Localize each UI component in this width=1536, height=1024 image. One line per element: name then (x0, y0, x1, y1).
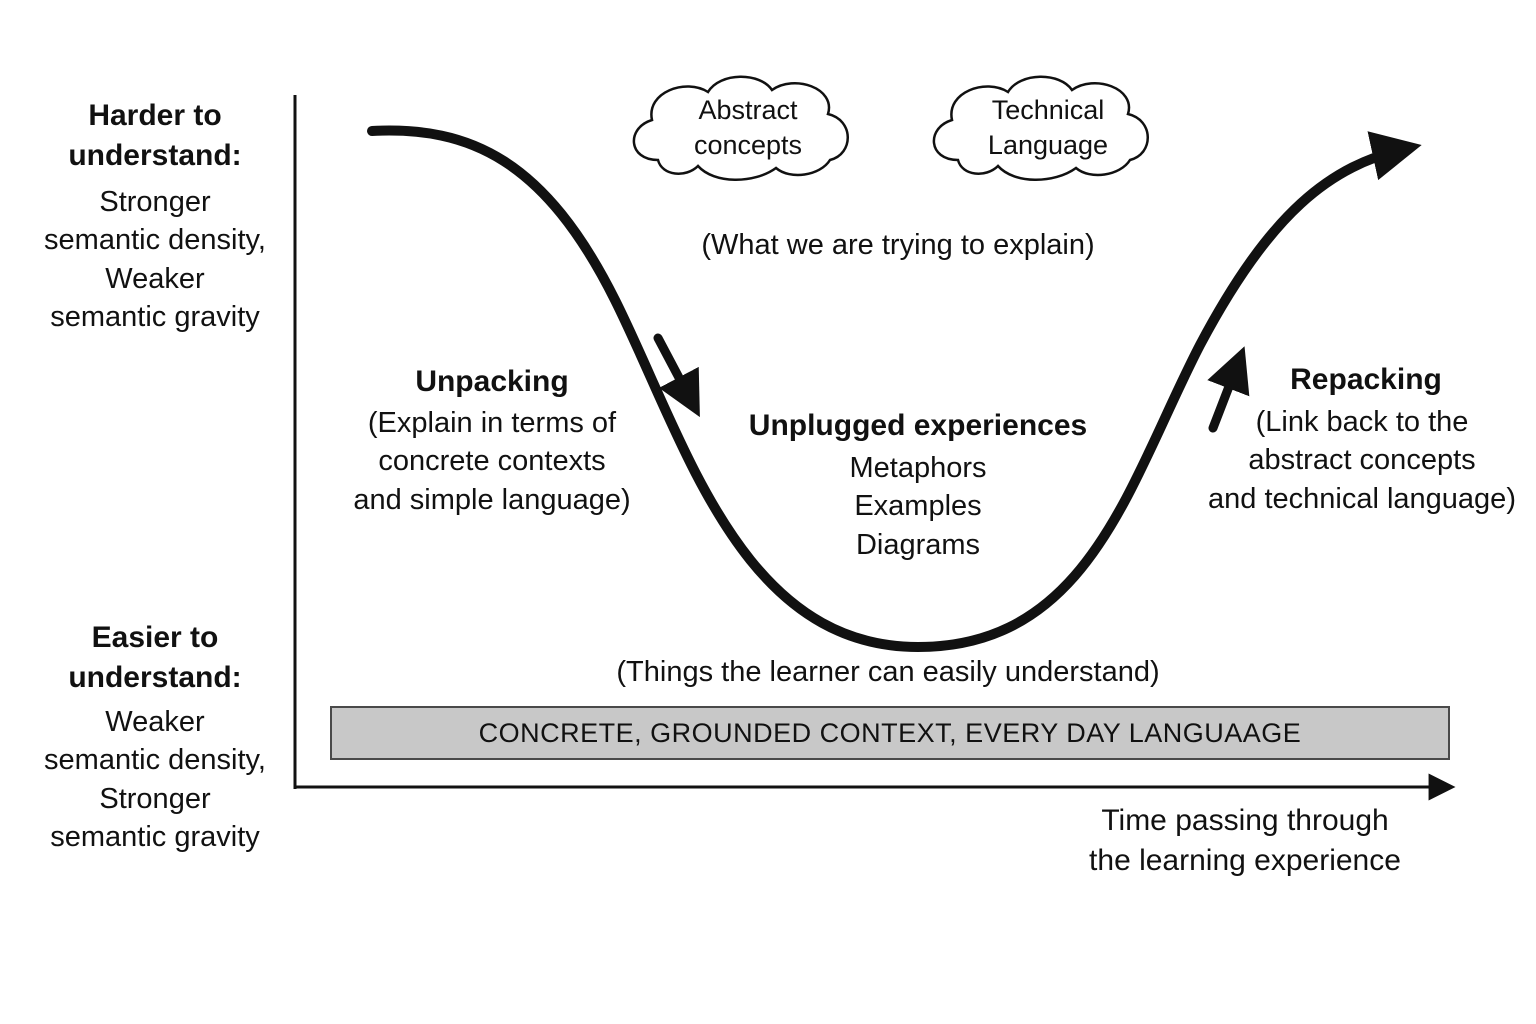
unpacking-heading: Unpacking (415, 365, 569, 398)
bottom-caption: (Things the learner can easily understan… (616, 656, 1160, 688)
concrete-context-bar-label: CONCRETE, GROUNDED CONTEXT, EVERY DAY LA… (478, 717, 1302, 748)
top-caption: (What we are trying to explain) (701, 229, 1095, 261)
concrete-context-bar: CONCRETE, GROUNDED CONTEXT, EVERY DAY LA… (330, 706, 1450, 760)
y-axis-top-detail: Stronger semantic density, Weaker semant… (44, 186, 266, 333)
unplugged-heading: Unplugged experiences (748, 409, 1088, 442)
repacking-heading: Repacking (1290, 363, 1442, 396)
repacking-detail: (Link back to the abstract concepts and … (1208, 406, 1516, 515)
unplugged-detail: Metaphors Examples Diagrams (849, 452, 987, 561)
y-axis-top-heading: Harder to understand: (68, 99, 242, 172)
wave-curve (367, 125, 1422, 653)
cloud-label-abstract-concepts: Abstract concepts (693, 95, 803, 161)
x-axis-label: Time passing through the learning experi… (1089, 804, 1401, 877)
y-axis-bottom-detail: Weaker semantic density, Stronger semant… (44, 706, 266, 853)
unpacking-detail: (Explain in terms of concrete contexts a… (353, 407, 631, 516)
cloud-label-technical-language: Technical Language (987, 95, 1109, 161)
descending-arrow-icon (653, 333, 700, 418)
ascending-arrow-icon (1207, 346, 1250, 433)
y-axis-bottom-heading: Easier to understand: (68, 621, 242, 694)
